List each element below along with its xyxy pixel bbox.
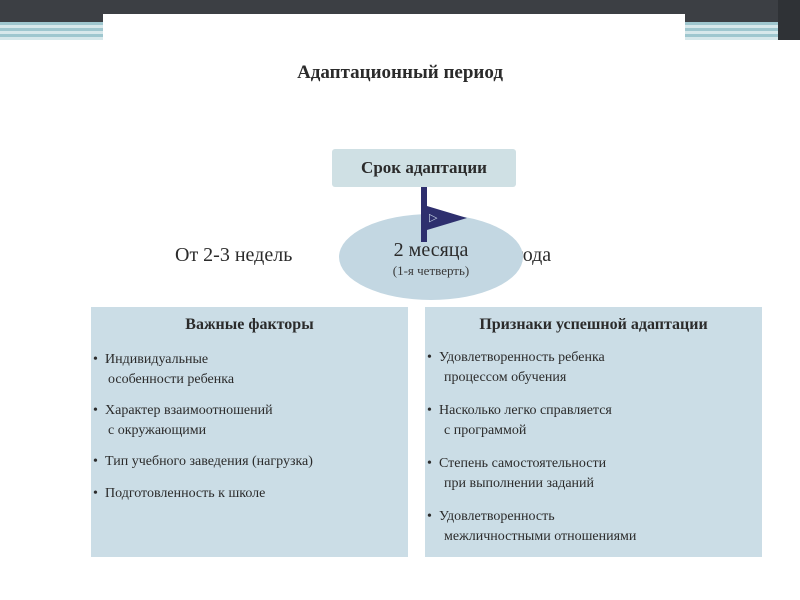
signs-heading: Признаки успешной адаптации: [479, 316, 708, 333]
list-item-line2: с окружающими: [108, 423, 207, 438]
header-right-strip: [778, 0, 800, 40]
factors-list: Индивидуальные особенности ребенка Харак…: [91, 350, 408, 504]
list-item: Подготовленность к школе: [91, 484, 408, 504]
list-item: Индивидуальные особенности ребенка: [91, 350, 408, 390]
list-item: Тип учебного заведения (нагрузка): [91, 452, 408, 472]
list-item-line1: Подготовленность к школе: [105, 486, 266, 501]
term-box: Срок адаптации: [332, 149, 516, 187]
list-item-line2: с программой: [444, 423, 527, 438]
list-item: Степень самостоятельности при выполнении…: [425, 454, 762, 494]
list-item: Удовлетворенность межличностными отношен…: [425, 507, 762, 547]
center-sub-text: (1-я четверть): [392, 263, 470, 278]
list-item-line1: Насколько легко справляется: [439, 403, 612, 418]
list-item-line1: Степень самостоятельности: [439, 456, 607, 471]
list-item-line1: Характер взаимоотношений: [105, 403, 273, 418]
list-item: Насколько легко справляется с программой: [425, 401, 762, 441]
page-title: Адаптационный период: [297, 62, 503, 83]
list-item-line1: Удовлетворенность ребенка: [439, 350, 605, 365]
signs-panel: Признаки успешной адаптации Удовлетворен…: [425, 307, 762, 557]
list-item-line2: межличностными отношениями: [444, 529, 637, 544]
factors-heading: Важные факторы: [185, 316, 314, 333]
flag-icon: [427, 206, 467, 230]
header-white-tab: [103, 14, 685, 46]
play-triangle-icon: ▷: [429, 211, 438, 224]
center-main-text: 2 месяца: [393, 239, 469, 261]
flag-pole: [421, 187, 427, 242]
list-item-line2: при выполнении заданий: [444, 476, 595, 491]
range-from-text: От 2-3 недель: [175, 244, 293, 266]
term-label: Срок адаптации: [361, 158, 487, 177]
list-item: Удовлетворенность ребенка процессом обуч…: [425, 348, 762, 388]
list-item-line1: Удовлетворенность: [439, 509, 555, 524]
list-item-line2: особенности ребенка: [108, 372, 235, 387]
list-item: Характер взаимоотношений с окружающими: [91, 401, 408, 441]
list-item-line2: процессом обучения: [444, 370, 567, 385]
list-item-line1: Тип учебного заведения (нагрузка): [105, 454, 313, 469]
factors-panel: Важные факторы Индивидуальные особенност…: [91, 307, 408, 557]
signs-list: Удовлетворенность ребенка процессом обуч…: [425, 348, 762, 547]
list-item-line1: Индивидуальные: [105, 352, 209, 367]
